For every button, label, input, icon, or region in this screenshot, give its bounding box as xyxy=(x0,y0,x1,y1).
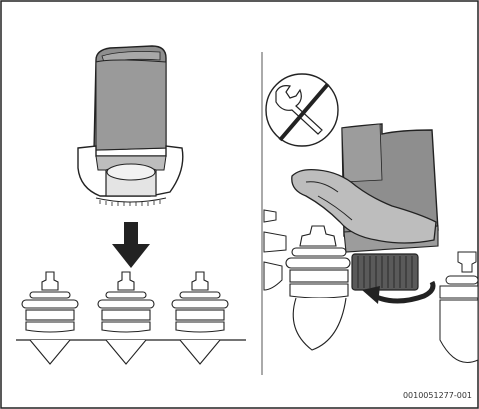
main-valve xyxy=(285,225,351,351)
reference-code: 0010051277-001 xyxy=(403,391,472,400)
actuator-mounted xyxy=(291,123,439,291)
valve-2 xyxy=(97,271,155,365)
background-valve-right xyxy=(439,251,479,363)
arrow-down-icon xyxy=(112,222,150,268)
valve-1 xyxy=(21,271,79,365)
left-panel xyxy=(16,45,246,365)
actuator-head xyxy=(77,45,184,206)
valve-3 xyxy=(171,271,229,365)
background-valve-left xyxy=(263,209,287,291)
rotate-arrow-icon xyxy=(362,280,436,304)
no-wrench-icon xyxy=(265,73,339,147)
right-panel xyxy=(263,73,479,363)
